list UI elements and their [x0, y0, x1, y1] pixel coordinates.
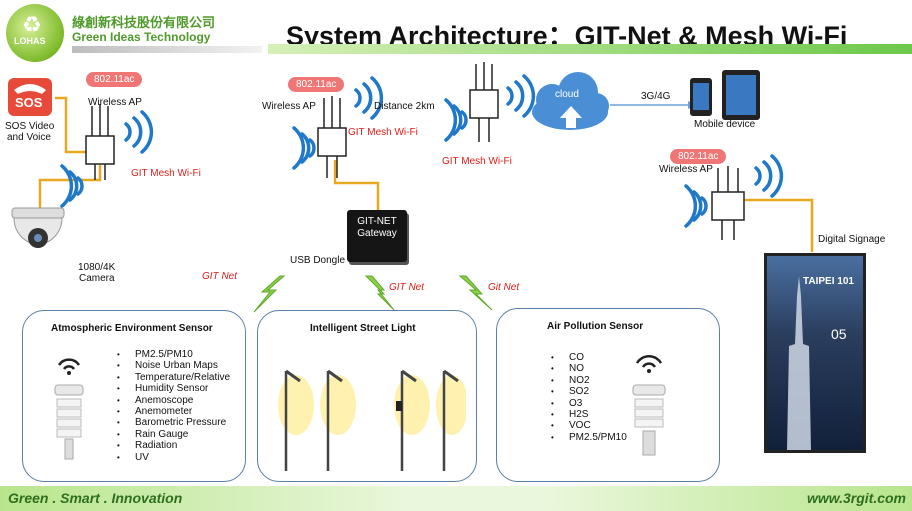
git-net-label-left: GIT Net — [202, 271, 238, 282]
wifi-signal-icon-7 — [684, 184, 708, 228]
mobile-device-icon — [690, 70, 760, 120]
list-item: VOC — [551, 420, 627, 432]
lightning-icon-mid — [364, 275, 395, 311]
list-item: Noise Urban Maps — [117, 360, 230, 372]
ap1-badge: 802.11ac — [86, 72, 143, 87]
dome-camera-icon — [11, 207, 65, 248]
access-point-2-icon — [317, 96, 347, 178]
atmospheric-sensor-title: Atmospheric Environment Sensor — [51, 323, 213, 334]
camera-label-1: 1080/4K — [78, 262, 116, 273]
atmospheric-sensor-box: Atmospheric Environment Sensor PM2.5/PM1… — [22, 310, 246, 482]
ap1-mesh-label: GIT Mesh Wi-Fi — [131, 168, 201, 179]
ap4-label: Wireless AP — [659, 164, 713, 175]
gateway-device: GIT-NET Gateway — [347, 210, 407, 262]
usb-dongle-label: USB Dongle — [290, 255, 346, 266]
list-item: Humidity Sensor — [117, 383, 230, 395]
footer-website[interactable]: www.3rgit.com — [806, 490, 906, 506]
access-point-3-icon — [469, 62, 499, 142]
air-pollution-list: CO NO NO2 SO2 O3 H2S VOC PM2.5/PM10 — [547, 352, 627, 444]
sos-link-line — [55, 96, 86, 154]
wifi-signal-icon-1 — [124, 110, 154, 154]
gateway-link-line — [333, 160, 380, 210]
company-name-cn: 綠創新科技股份有限公司 — [72, 15, 216, 30]
gateway-line-2: Gateway — [357, 228, 397, 239]
git-net-label-right: Git Net — [488, 282, 520, 293]
sos-phone-icon — [8, 78, 52, 116]
ap1-label: Wireless AP — [88, 97, 142, 108]
street-light-title: Intelligent Street Light — [310, 323, 416, 334]
list-item: Temperature/Relative — [117, 372, 230, 384]
ap2-label: Wireless AP — [262, 101, 316, 112]
title-underline — [268, 44, 912, 54]
wifi-signal-icon-4 — [354, 76, 384, 120]
company-name-en: Green Ideas Technology — [72, 30, 211, 44]
signage-screen-number: 05 — [831, 326, 847, 342]
access-point-4-icon — [711, 166, 745, 240]
leaf-icon: ♻ — [22, 12, 42, 37]
weather-station-icon — [54, 358, 84, 460]
list-item: Anemoscope — [117, 395, 230, 407]
street-lamp-icon-2 — [320, 369, 356, 471]
distance-label: Distance 2km — [374, 101, 435, 112]
street-lamp-icon-4 — [436, 369, 466, 471]
atmospheric-sensor-list: PM2.5/PM10 Noise Urban Maps Temperature/… — [113, 349, 230, 463]
wifi-signal-icon-3 — [292, 126, 316, 170]
cloud-icon — [532, 72, 609, 130]
list-item: PM2.5/PM10 — [117, 349, 230, 361]
footer-slogan: Green . Smart . Innovation — [8, 490, 183, 506]
list-item: SO2 — [551, 386, 627, 398]
wifi-signal-icon-5 — [444, 98, 468, 142]
signage-screen-title: TAIPEI 101 — [803, 276, 854, 287]
list-item: PM2.5/PM10 — [551, 432, 627, 444]
list-item: CO — [551, 352, 627, 364]
list-item: NO2 — [551, 375, 627, 387]
taipei-101-tower-icon — [787, 276, 811, 450]
company-logo — [6, 4, 64, 62]
git-net-label-mid: GIT Net — [389, 282, 425, 293]
ap3-mesh-label: GIT Mesh Wi-Fi — [442, 156, 512, 167]
header-divider — [72, 46, 262, 53]
list-item: Barometric Pressure — [117, 417, 230, 429]
sos-icon-text: SOS — [15, 95, 43, 110]
street-lamp-icon-1 — [278, 369, 314, 471]
signage-label: Digital Signage — [818, 234, 886, 245]
sos-label-2: and Voice — [7, 132, 51, 143]
list-item: NO — [551, 363, 627, 375]
street-light-icons — [278, 369, 466, 471]
list-item: Radiation — [117, 440, 230, 452]
wifi-signal-icon-8 — [754, 154, 784, 198]
sos-label-1: SOS Video — [5, 121, 55, 132]
air-sensor-icon — [632, 354, 666, 456]
access-point-1-icon — [85, 104, 115, 180]
logo-text: LOHAS — [14, 36, 46, 46]
wifi-signal-icon-6 — [506, 74, 536, 118]
cloud-label: cloud — [555, 89, 579, 100]
gateway-line-1: GIT-NET — [357, 216, 397, 227]
lightning-icon-left — [253, 275, 286, 313]
ap4-badge: 802.11ac — [670, 149, 727, 164]
street-lamp-icon-3 — [394, 369, 430, 471]
mobile-device-label: Mobile device — [694, 119, 756, 130]
network-label: 3G/4G — [641, 91, 671, 102]
footer-bar — [0, 486, 912, 511]
list-item: O3 — [551, 398, 627, 410]
street-light-box: Intelligent Street Light — [257, 310, 477, 482]
ap2-mesh-label: GIT Mesh Wi-Fi — [348, 127, 418, 138]
air-pollution-title: Air Pollution Sensor — [547, 321, 644, 332]
ap2-badge: 802.11ac — [288, 77, 345, 92]
air-pollution-box: Air Pollution Sensor CO NO NO2 SO2 O3 H2… — [496, 308, 720, 482]
digital-signage-screen: TAIPEI 101 05 — [764, 253, 866, 453]
list-item: H2S — [551, 409, 627, 421]
list-item: Rain Gauge — [117, 429, 230, 441]
wifi-signal-icon-2 — [60, 164, 84, 208]
list-item: Anemometer — [117, 406, 230, 418]
camera-label-2: Camera — [79, 273, 115, 284]
signage-link-line — [745, 198, 814, 252]
list-item: UV — [117, 452, 230, 464]
lightning-icon-right — [458, 275, 493, 311]
